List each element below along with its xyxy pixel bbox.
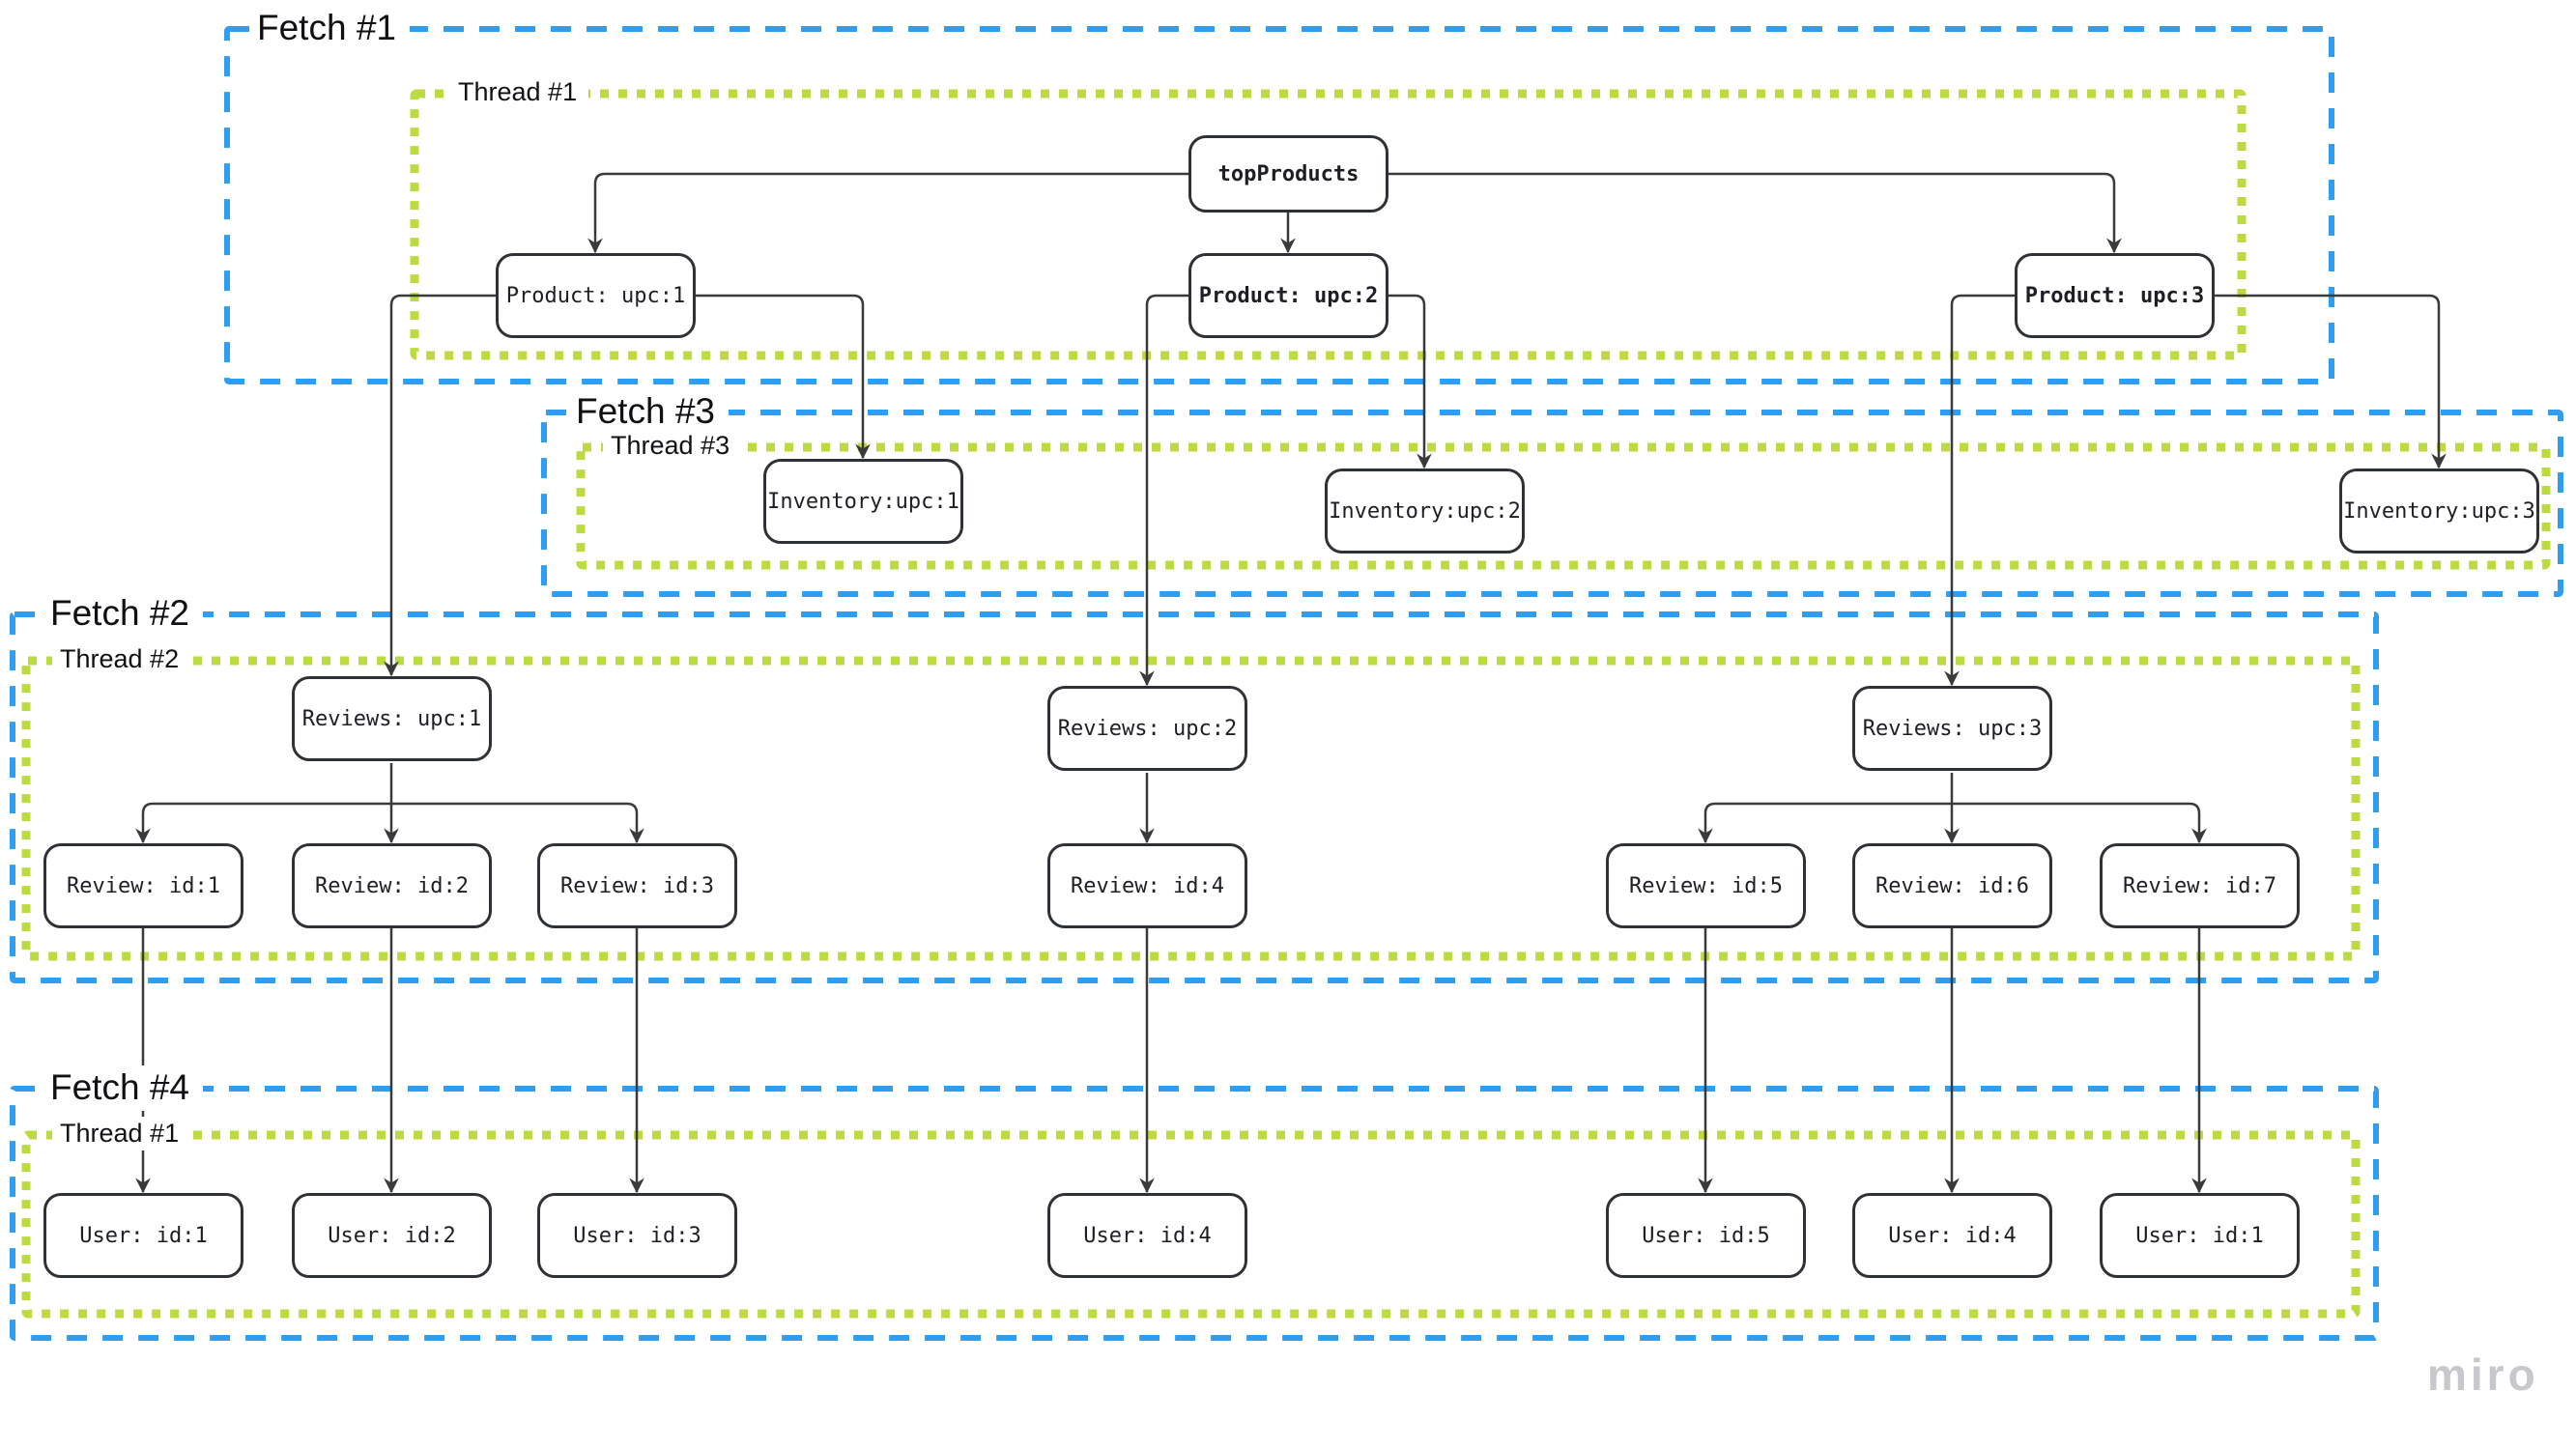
node-product-upc1[interactable]: Product: upc:1 xyxy=(496,253,696,338)
node-review-id7[interactable]: Review: id:7 xyxy=(2100,843,2300,928)
miro-logo: miro xyxy=(2427,1349,2539,1400)
edge-product1-inventory1 xyxy=(696,294,871,460)
thread-2-label: Thread #2 xyxy=(52,642,191,677)
edge-product2-inventory2 xyxy=(1388,294,1432,469)
node-review-id3[interactable]: Review: id:3 xyxy=(537,843,737,928)
node-user-id4b[interactable]: User: id:4 xyxy=(1852,1193,2052,1278)
node-inventory-upc2[interactable]: Inventory:upc:2 xyxy=(1325,468,1525,554)
edge-product1-reviews1 xyxy=(384,294,496,677)
thread-4-boundary[interactable] xyxy=(21,1130,2361,1319)
fetch-3-boundary[interactable] xyxy=(541,410,2563,597)
thread-1-label: Thread #1 xyxy=(450,75,589,110)
node-review-id4[interactable]: Review: id:4 xyxy=(1047,843,1247,928)
thread-4-label: Thread #1 xyxy=(52,1117,191,1151)
node-reviews-upc1[interactable]: Reviews: upc:1 xyxy=(292,676,492,761)
edge-reviews3-review5 xyxy=(1698,802,1952,844)
thread-2-boundary[interactable] xyxy=(21,656,2361,961)
thread-1-boundary[interactable] xyxy=(410,89,2247,360)
edge-topproducts-product1 xyxy=(587,172,1188,254)
node-review-id5[interactable]: Review: id:5 xyxy=(1606,843,1806,928)
fetch-4-label: Fetch #4 xyxy=(43,1065,203,1111)
node-product-upc2[interactable]: Product: upc:2 xyxy=(1188,253,1388,338)
node-review-id1[interactable]: Review: id:1 xyxy=(43,843,243,928)
edge-reviews1-review3 xyxy=(391,802,644,844)
node-product-upc3[interactable]: Product: upc:3 xyxy=(2015,253,2215,338)
thread-3-label: Thread #3 xyxy=(603,429,742,464)
node-inventory-upc1[interactable]: Inventory:upc:1 xyxy=(763,459,963,544)
node-user-id5[interactable]: User: id:5 xyxy=(1606,1193,1806,1278)
node-inventory-upc3[interactable]: Inventory:upc:3 xyxy=(2339,468,2539,554)
fetch-1-label: Fetch #1 xyxy=(249,6,410,51)
node-reviews-upc3[interactable]: Reviews: upc:3 xyxy=(1852,686,2052,771)
node-user-id4[interactable]: User: id:4 xyxy=(1047,1193,1247,1278)
edge-product3-inventory3 xyxy=(2215,294,2447,469)
thread-3-boundary[interactable] xyxy=(576,442,2551,570)
fetch-3-label: Fetch #3 xyxy=(568,389,729,435)
node-user-id1b[interactable]: User: id:1 xyxy=(2100,1193,2300,1278)
fetch-4-boundary[interactable] xyxy=(10,1086,2379,1341)
edge-reviews1-review1 xyxy=(135,802,391,844)
node-review-id2[interactable]: Review: id:2 xyxy=(292,843,492,928)
node-topproducts[interactable]: topProducts xyxy=(1188,135,1388,213)
node-user-id3[interactable]: User: id:3 xyxy=(537,1193,737,1278)
edge-product3-reviews3 xyxy=(1944,294,2015,687)
edge-reviews3-review7 xyxy=(1952,802,2207,844)
edge-product2-reviews2 xyxy=(1139,294,1188,687)
node-user-id2[interactable]: User: id:2 xyxy=(292,1193,492,1278)
fetch-2-boundary[interactable] xyxy=(10,611,2379,983)
node-review-id6[interactable]: Review: id:6 xyxy=(1852,843,2052,928)
fetch-1-boundary[interactable] xyxy=(224,26,2334,384)
edge-topproducts-product3 xyxy=(1388,172,2122,254)
fetch-2-label: Fetch #2 xyxy=(43,591,203,637)
node-user-id1[interactable]: User: id:1 xyxy=(43,1193,243,1278)
node-reviews-upc2[interactable]: Reviews: upc:2 xyxy=(1047,686,1247,771)
